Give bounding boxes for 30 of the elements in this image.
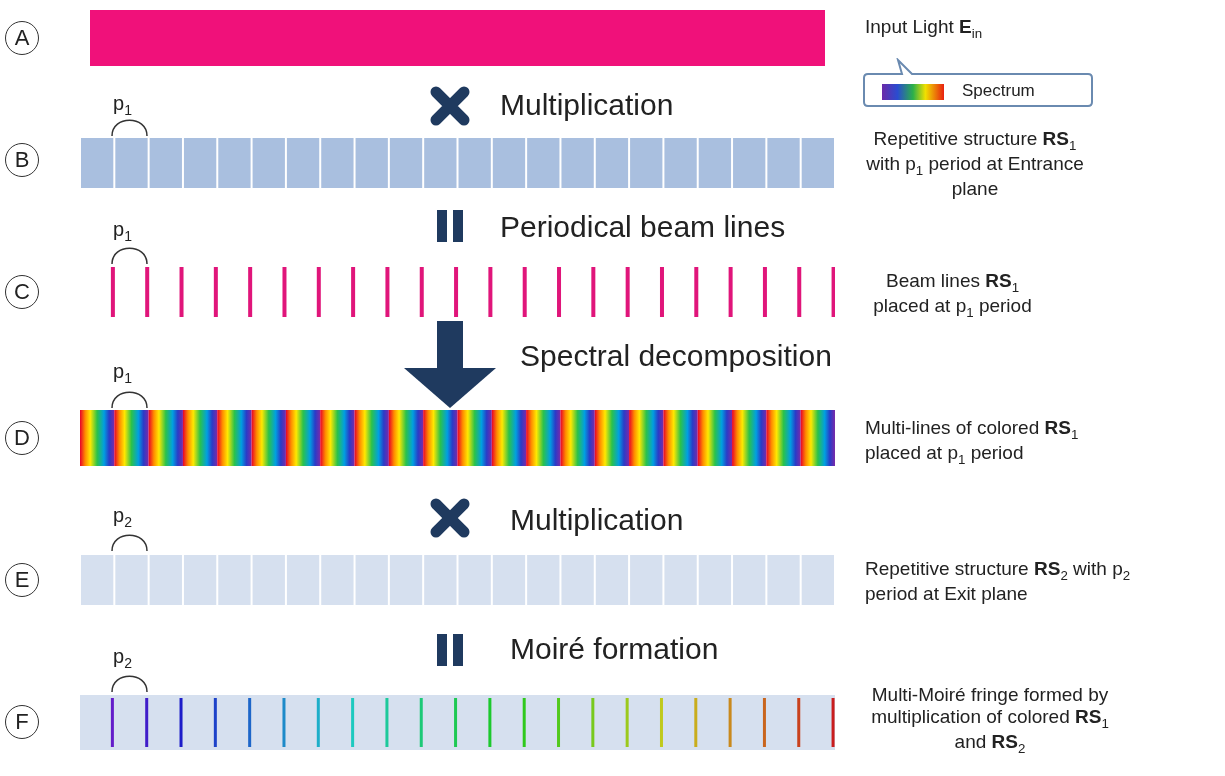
- period-label: p$_{1}$: [113, 92, 132, 119]
- step-circle: C: [5, 275, 39, 309]
- description-text: Beam lines RS$_{1}$ placed at p$_{1}$ period: [872, 270, 1033, 321]
- spectrum-callout: [862, 58, 1094, 108]
- period-label: p$_{2}$: [113, 504, 132, 531]
- period-label: p$_{2}$: [113, 645, 132, 672]
- description-text: Multi-lines of colored RS$_{1}$ placed at p$_{1}$ period: [865, 417, 1080, 468]
- operation-label: Multiplication: [500, 88, 674, 123]
- operation-label: Multiplication: [510, 503, 684, 538]
- step-circle: B: [5, 143, 39, 177]
- input-light-bar: [90, 10, 825, 66]
- description-text: Repetitive structure RS$_{2}$ with p$_{2}$ period at Exit plane: [865, 558, 1132, 605]
- grating-strip: [80, 138, 835, 188]
- spectrum-label: Spectrum: [962, 81, 1035, 101]
- period-label: p$_{1}$: [113, 218, 132, 245]
- arrow: [404, 321, 496, 408]
- edge-label: Spectral decomposition: [520, 339, 832, 374]
- step-circle: A: [5, 21, 39, 55]
- period-label: p$_{1}$: [113, 360, 132, 387]
- grating-strip: [80, 555, 835, 605]
- input-light-label: Input Light E$_{in}$: [865, 16, 983, 42]
- operation-label: Periodical beam lines: [500, 210, 786, 245]
- description-text: Repetitive structure RS$_{1}$ with p$_{1}$ period at Entrance plane: [865, 128, 1085, 200]
- step-circle: E: [5, 563, 39, 597]
- description-text: Multi-Moiré fringe formed by multiplication of colored RS$_{1}$ and RS$_{2}$: [870, 684, 1110, 756]
- operation-label: Moiré formation: [510, 632, 719, 667]
- spectral-lines-strip: [80, 410, 835, 466]
- step-circle: F: [5, 705, 39, 739]
- moire-fringe-strip: [80, 695, 835, 750]
- step-circle: D: [5, 421, 39, 455]
